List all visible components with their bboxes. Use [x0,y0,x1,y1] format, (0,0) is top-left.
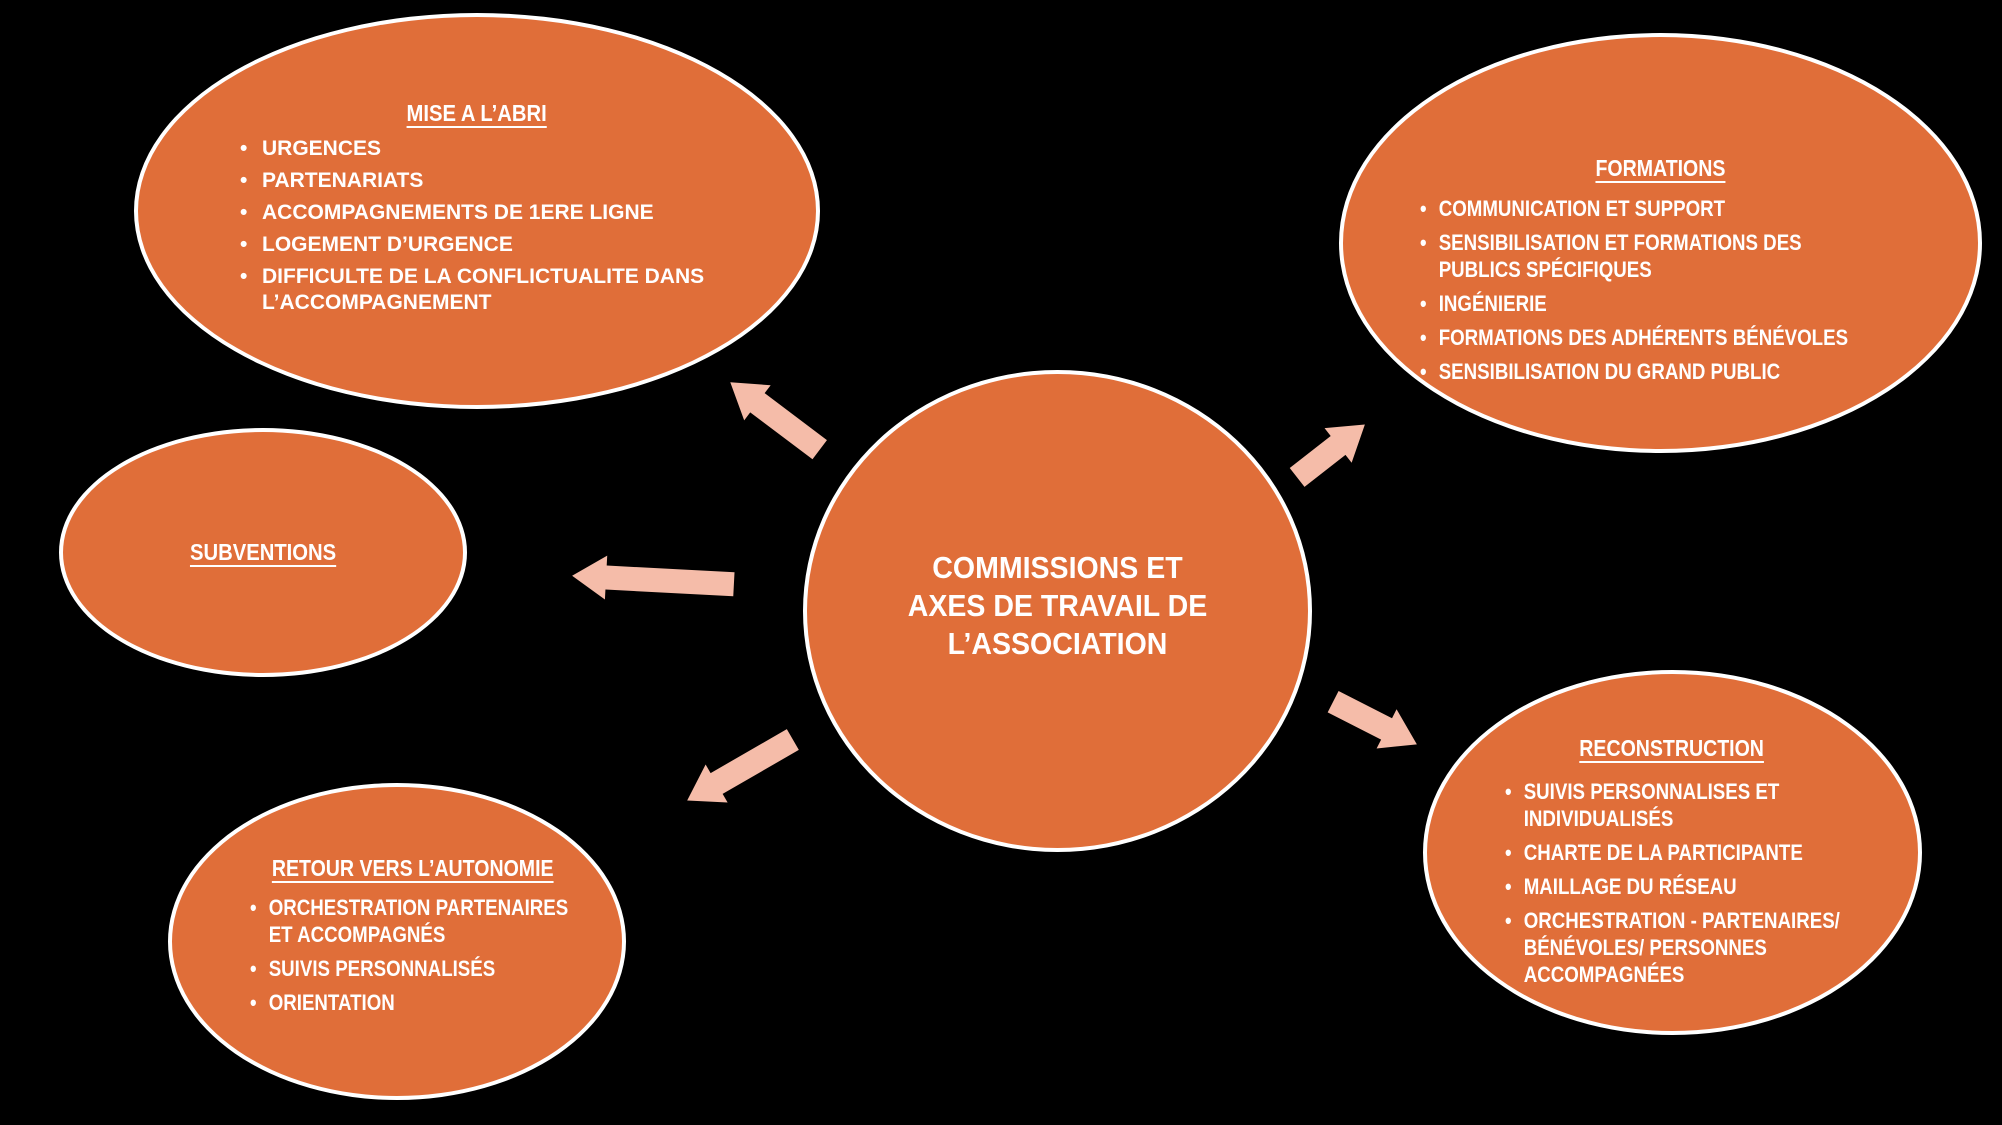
list-item: COMMUNICATION ET SUPPORT [1420,195,1848,222]
center-node-label: COMMISSIONS ET AXES DE TRAVAIL DE L’ASSO… [823,549,1291,663]
ellipse-center [803,370,1312,852]
list-item: CHARTE DE LA PARTICIPANTE [1505,839,1840,866]
list-item: SENSIBILISATION ET FORMATIONS DES PUBLIC… [1420,229,1848,283]
title-mise-a-labri: MISE A L’ABRI [406,100,548,126]
center-line-1: COMMISSIONS ET [932,550,1183,585]
list-item: INGÉNIERIE [1420,290,1848,317]
list-item: LOGEMENT D’URGENCE [240,232,704,258]
list-item: SENSIBILISATION DU GRAND PUBLIC [1420,358,1848,385]
bullet-list-formations: COMMUNICATION ET SUPPORT SENSIBILISATION… [1420,195,1848,392]
title-reconstruction: RECONSTRUCTION [1579,735,1765,761]
list-item: ORCHESTRATION PARTENAIRES ET ACCOMPAGNÉS [250,894,568,948]
bullet-list-reconstruction: SUIVIS PERSONNALISES ET INDIVIDUALISÉS C… [1505,778,1840,995]
arrow-to-retour-autonomie-icon [676,720,804,819]
list-item: ORCHESTRATION - PARTENAIRES/ BÉNÉVOLES/ … [1505,907,1840,988]
ellipse-subventions [59,428,467,677]
list-item: DIFFICULTE DE LA CONFLICTUALITE DANS L’A… [240,264,704,316]
center-line-2: AXES DE TRAVAIL DE [907,588,1208,623]
title-formations: FORMATIONS [1595,155,1725,181]
list-item: URGENCES [240,136,704,162]
list-item: ACCOMPAGNEMENTS DE 1ERE LIGNE [240,200,704,226]
arrow-to-mise-a-labri-icon [717,365,833,468]
list-item: MAILLAGE DU RÉSEAU [1505,873,1840,900]
title-retour-autonomie: RETOUR VERS L’AUTONOMIE [271,855,554,881]
bullet-list-retour-autonomie: ORCHESTRATION PARTENAIRES ET ACCOMPAGNÉS… [250,894,568,1023]
list-item: FORMATIONS DES ADHÉRENTS BÉNÉVOLES [1420,324,1848,351]
list-item: SUIVIS PERSONNALISES ET INDIVIDUALISÉS [1505,778,1840,832]
arrow-to-formations-icon [1284,407,1379,495]
list-item: PARTENARIATS [240,168,704,194]
arrow-to-reconstruction-icon [1323,682,1427,764]
list-item: SUIVIS PERSONNALISÉS [250,955,568,982]
bullet-list-mise-a-labri: URGENCES PARTENARIATS ACCOMPAGNEMENTS DE… [240,136,704,322]
arrow-to-subventions-icon [571,554,735,606]
title-subventions: SUBVENTIONS [189,539,337,565]
center-line-3: L’ASSOCIATION [947,626,1168,661]
list-item: ORIENTATION [250,989,568,1016]
